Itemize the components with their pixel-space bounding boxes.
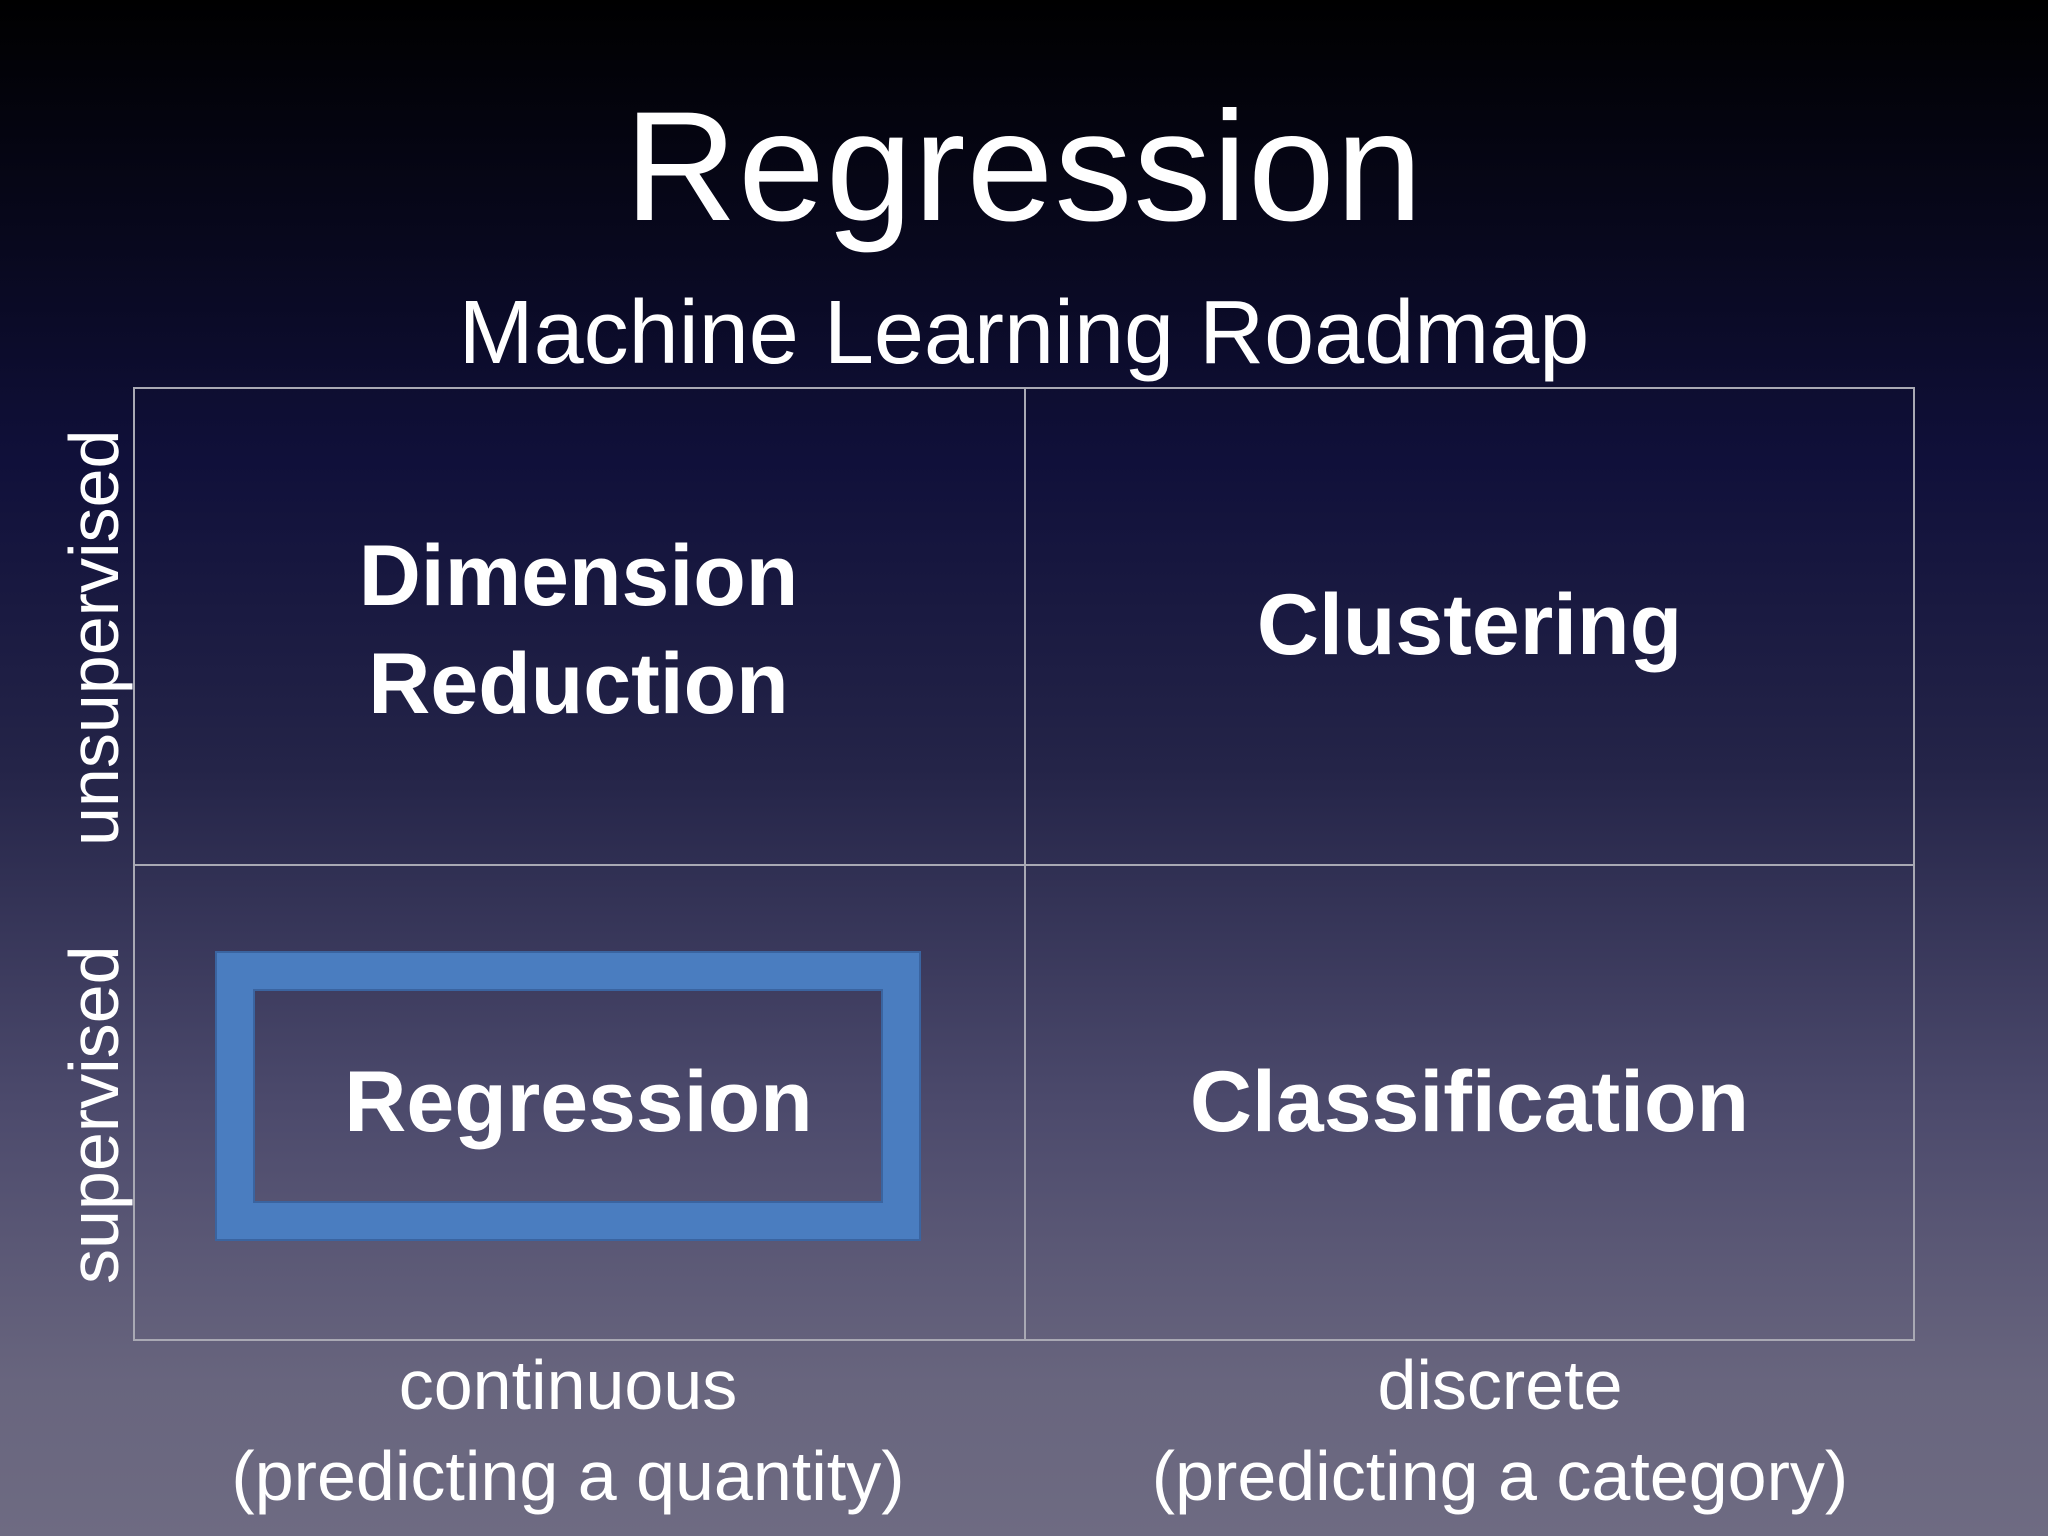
- cell-label-regression: Regression: [344, 1053, 813, 1150]
- x-axis-label-continuous-line2: (predicting a quantity): [231, 1437, 905, 1515]
- regression-highlight-box: [217, 953, 919, 1239]
- y-axis-label-unsupervised: unsupervised: [55, 429, 133, 846]
- x-axis-label-continuous: continuous (predicting a quantity): [133, 1340, 1003, 1522]
- x-axis-label-continuous-line1: continuous: [398, 1346, 738, 1424]
- x-axis-label-discrete-line1: discrete: [1377, 1346, 1623, 1424]
- slide-subtitle: Machine Learning Roadmap: [458, 283, 1590, 383]
- y-axis-label-supervised: supervised: [55, 945, 133, 1284]
- x-axis-label-discrete-line2: (predicting a category): [1151, 1437, 1849, 1515]
- x-axis-label-discrete: discrete (predicting a category): [1040, 1340, 1960, 1522]
- grid-horizontal-divider: [135, 864, 1913, 866]
- slide-title: Regression: [624, 80, 1424, 254]
- cell-regression: Regression: [133, 864, 1024, 1341]
- cell-clustering: Clustering: [1024, 387, 1915, 864]
- cell-classification: Classification: [1024, 864, 1915, 1341]
- cell-label-clustering: Clustering: [1256, 576, 1683, 673]
- roadmap-grid: [133, 387, 1915, 1341]
- cell-label-classification: Classification: [1189, 1053, 1750, 1150]
